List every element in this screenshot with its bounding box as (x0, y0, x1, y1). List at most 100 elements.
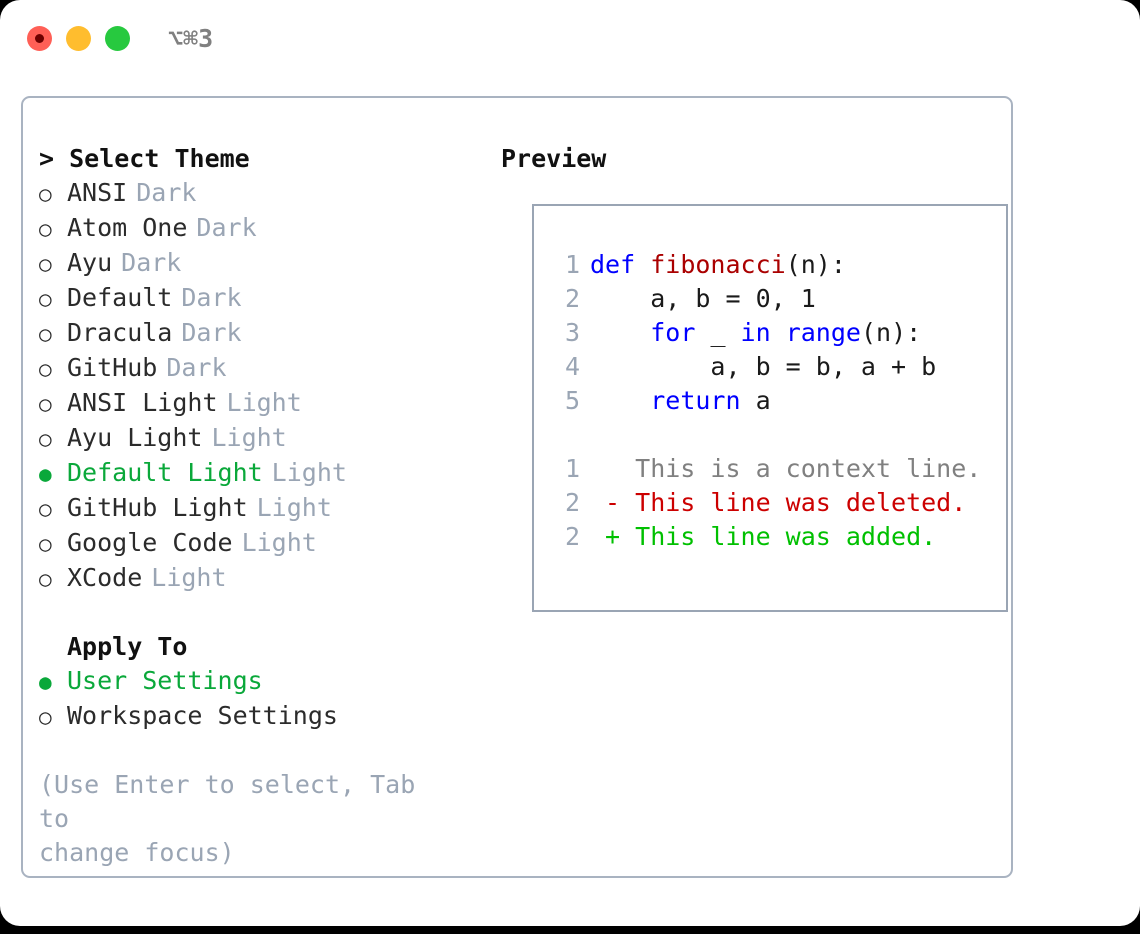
diff-text: + This line was added. (590, 522, 937, 551)
list-spacer (39, 596, 489, 630)
theme-option-atom-one[interactable]: ○ Atom One Dark (39, 211, 489, 246)
theme-variant-tag: Dark (181, 283, 242, 312)
code-token: a (755, 386, 771, 415)
theme-option-ayu[interactable]: ○ Ayu Dark (39, 246, 489, 281)
code-token (590, 386, 650, 415)
theme-option-label: Atom One (67, 213, 188, 242)
line-number: 2 (564, 522, 580, 551)
code-token: return (650, 386, 756, 415)
traffic-lights (27, 26, 130, 51)
code-line: 4 a, b = b, a + b (548, 350, 1000, 384)
code-token: range (785, 318, 861, 347)
theme-option-label: GitHub Light (67, 493, 248, 522)
code-token: for (650, 318, 711, 347)
radio-unselected-icon: ○ (39, 357, 52, 381)
theme-variant-tag: Dark (166, 353, 227, 382)
code-text: a, b = 0, 1 (590, 282, 816, 316)
radio-unselected-icon: ○ (39, 532, 52, 556)
diff-text: This is a context line. (590, 454, 982, 483)
theme-option-label: Default (67, 283, 173, 312)
radio-selected-icon: ● (39, 670, 52, 694)
theme-variant-tag: Light (151, 563, 227, 592)
minimize-button[interactable] (66, 26, 91, 51)
theme-variant-tag: Dark (196, 213, 257, 242)
theme-variant-tag: Dark (181, 318, 242, 347)
apply-option-label: User Settings (67, 666, 263, 695)
theme-option-label: Google Code (67, 528, 233, 557)
line-number: 1 (564, 454, 580, 483)
radio-unselected-icon: ○ (39, 497, 52, 521)
code-token: _ (710, 318, 741, 347)
radio-unselected-icon: ○ (39, 252, 52, 276)
theme-option-github[interactable]: ○ GitHub Dark (39, 351, 489, 386)
code-text: for _ in range(n): (590, 316, 921, 350)
radio-unselected-icon: ○ (39, 567, 52, 591)
preview-header: Preview (501, 144, 607, 173)
line-number: 3 (564, 318, 580, 347)
diff-text: - This line was deleted. (590, 488, 967, 517)
theme-option-label: XCode (67, 563, 143, 592)
close-button[interactable] (27, 26, 52, 51)
theme-option-label: Ayu (67, 248, 113, 277)
line-number: 2 (564, 488, 580, 517)
code-token: a, b = 0, 1 (590, 284, 816, 313)
code-token: in (740, 318, 786, 347)
keyboard-shortcut-label: ⌥⌘3 (168, 24, 214, 53)
line-number: 5 (564, 386, 580, 415)
code-token: fibonacci (650, 250, 786, 279)
theme-variant-tag: Dark (121, 248, 182, 277)
code-token (590, 318, 650, 347)
code-text: return a (590, 384, 771, 418)
radio-unselected-icon: ○ (39, 705, 52, 729)
theme-variant-tag: Light (241, 528, 317, 557)
code-line: 2 a, b = 0, 1 (548, 282, 1000, 316)
apply-option-label: Workspace Settings (67, 701, 338, 730)
maximize-button[interactable] (105, 26, 130, 51)
diff-line: 1 This is a context line. (548, 452, 1000, 486)
theme-option-label: Ayu Light (67, 423, 203, 452)
keyboard-hint-text: (Use Enter to select, Tab to change focu… (39, 770, 416, 867)
theme-variant-tag: Light (256, 493, 332, 522)
code-token: a, b = b, a + b (590, 352, 937, 381)
theme-option-xcode[interactable]: ○ XCode Light (39, 561, 489, 596)
theme-variant-tag: Light (211, 423, 287, 452)
code-text: a, b = b, a + b (590, 350, 936, 384)
radio-unselected-icon: ○ (39, 427, 52, 451)
apply-option-workspace-settings[interactable]: ○ Workspace Settings (39, 699, 489, 734)
apply-to-option-list[interactable]: ● User Settings ○ Workspace Settings (39, 664, 489, 734)
code-token: (n): (785, 250, 846, 279)
theme-option-google-code[interactable]: ○ Google Code Light (39, 526, 489, 561)
select-theme-header: > Select Theme (39, 144, 250, 173)
theme-variant-tag: Dark (136, 178, 197, 207)
code-line: 3 for _ in range(n): (548, 316, 1000, 350)
line-number: 4 (564, 352, 580, 381)
theme-option-default[interactable]: ○ Default Dark (39, 281, 489, 316)
code-line: 5 return a (548, 384, 1000, 418)
code-token: def (590, 250, 651, 279)
theme-option-ayu-light[interactable]: ○ Ayu Light Light (39, 421, 489, 456)
line-number: 2 (564, 284, 580, 313)
line-number: 1 (564, 250, 580, 279)
theme-variant-tag: Light (271, 458, 347, 487)
radio-unselected-icon: ○ (39, 287, 52, 311)
theme-option-label: ANSI Light (67, 388, 218, 417)
apply-to-header: Apply To (67, 632, 188, 661)
code-text: def fibonacci(n): (590, 248, 846, 282)
apply-option-user-settings[interactable]: ● User Settings (39, 664, 489, 699)
theme-option-label: GitHub (67, 353, 158, 382)
theme-option-label: ANSI (67, 178, 128, 207)
radio-unselected-icon: ○ (39, 217, 52, 241)
theme-variant-tag: Light (226, 388, 302, 417)
theme-option-github-light[interactable]: ○ GitHub Light Light (39, 491, 489, 526)
